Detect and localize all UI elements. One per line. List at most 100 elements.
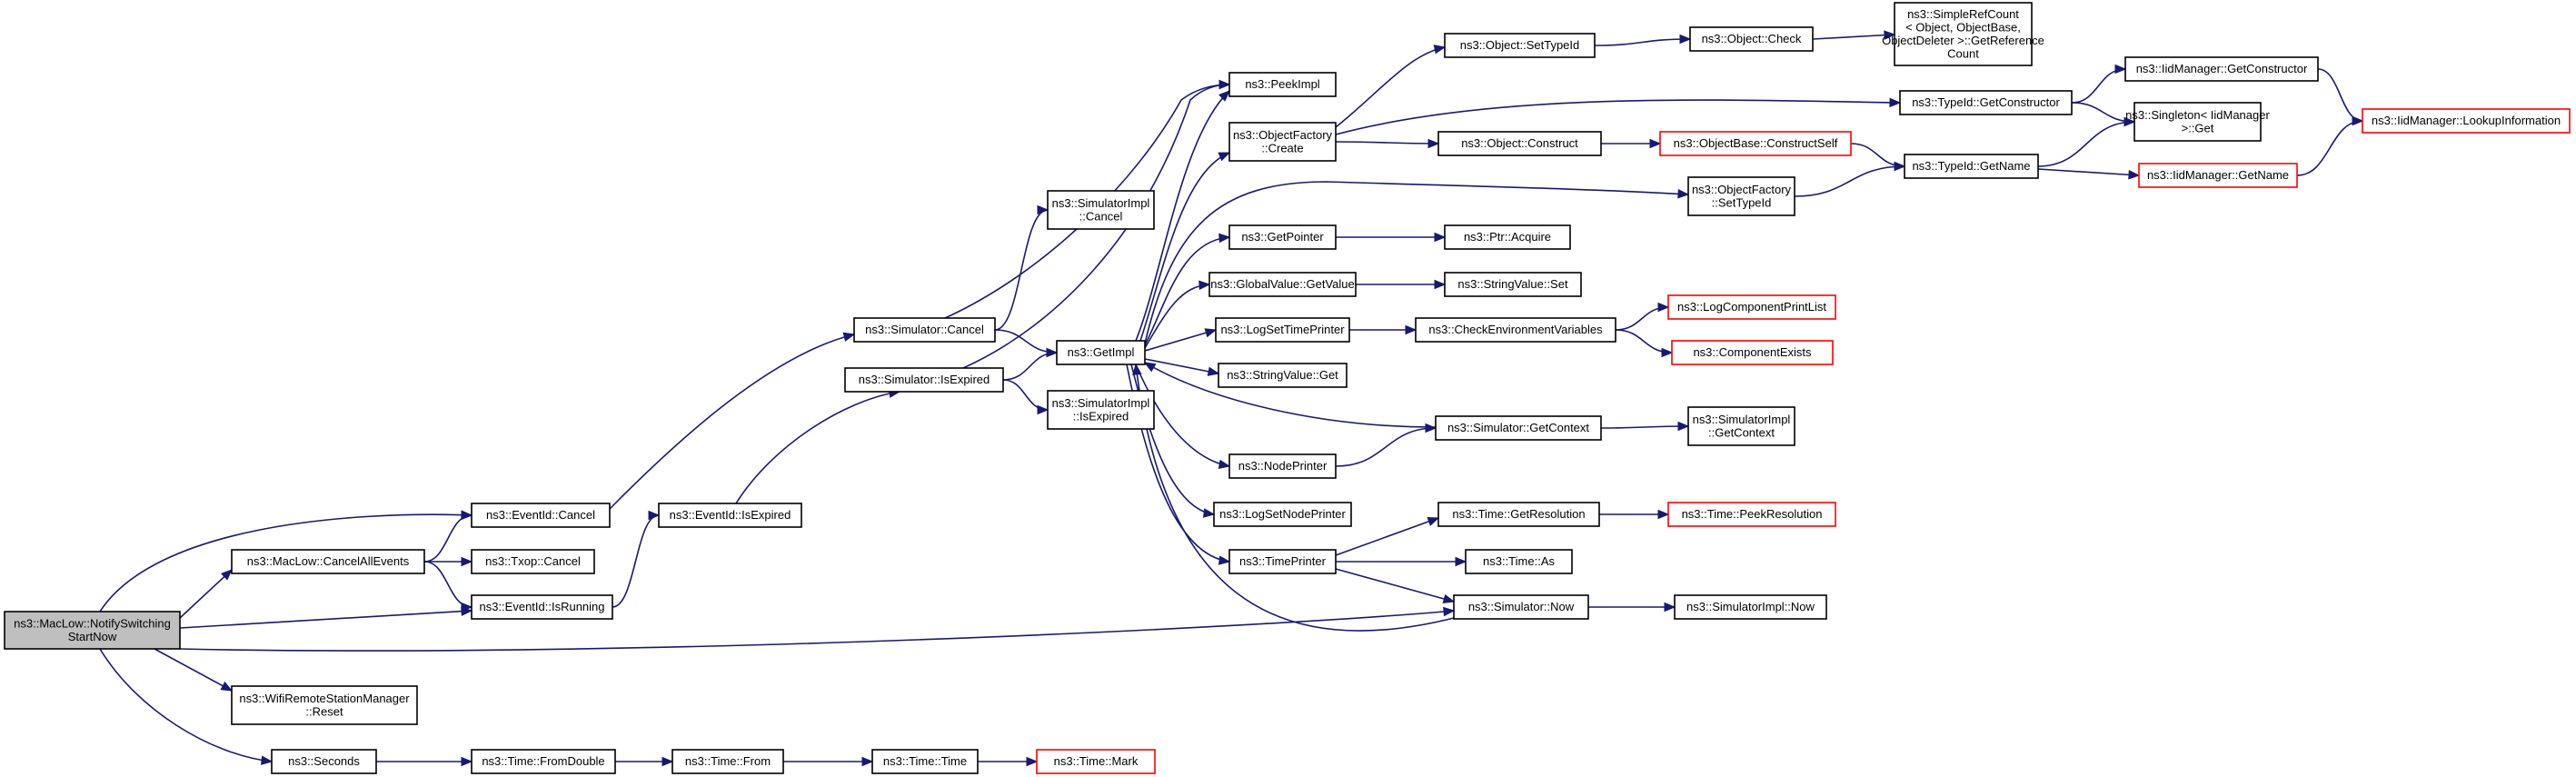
node-box[interactable] — [1228, 549, 1337, 574]
node-stringvalue-set[interactable]: ns3::StringValue::Set — [1444, 272, 1582, 297]
node-box[interactable] — [1215, 317, 1350, 343]
node-box[interactable] — [1444, 33, 1596, 58]
node-box[interactable] — [1415, 317, 1616, 343]
node-getimpl[interactable]: ns3::GetImpl — [1056, 340, 1146, 365]
node-time-time[interactable]: ns3::Time::Time — [871, 749, 979, 774]
node-simimpl-now[interactable]: ns3::SimulatorImpl::Now — [1674, 594, 1827, 620]
node-box[interactable] — [1689, 26, 1814, 52]
node-box[interactable] — [1659, 131, 1852, 156]
node-time-from[interactable]: ns3::Time::From — [671, 749, 784, 774]
node-iidmanager-getconstructor[interactable]: ns3::IidManager::GetConstructor — [2124, 56, 2319, 82]
node-singleton-get[interactable]: ns3::Singleton< IidManager >::Get — [2125, 102, 2270, 142]
node-time-fromdouble[interactable]: ns3::Time::FromDouble — [471, 749, 616, 774]
node-box[interactable] — [1667, 502, 1836, 527]
node-box[interactable] — [231, 549, 425, 574]
node-box[interactable] — [1047, 190, 1155, 230]
node-box[interactable] — [1036, 749, 1156, 774]
node-checkenv[interactable]: ns3::CheckEnvironmentVariables — [1415, 317, 1616, 343]
node-objectbase-constructself[interactable]: ns3::ObjectBase::ConstructSelf — [1659, 131, 1852, 156]
node-stringvalue-get[interactable]: ns3::StringValue::Get — [1218, 363, 1348, 388]
node-box[interactable] — [671, 749, 784, 774]
node-box[interactable] — [658, 503, 802, 528]
node-sim-getcontext[interactable]: ns3::Simulator::GetContext — [1435, 415, 1602, 441]
node-box[interactable] — [871, 749, 979, 774]
node-box[interactable] — [1465, 549, 1573, 574]
node-box[interactable] — [1047, 390, 1155, 430]
node-box[interactable] — [2133, 102, 2262, 142]
node-box[interactable] — [844, 367, 1004, 393]
node-box[interactable] — [1899, 90, 2073, 115]
node-box[interactable] — [1453, 594, 1589, 620]
node-logsettimeprinter[interactable]: ns3::LogSetTimePrinter — [1215, 317, 1350, 343]
node-box[interactable] — [2362, 108, 2571, 134]
node-time-peekresolution[interactable]: ns3::Time::PeekResolution — [1667, 502, 1836, 527]
node-object-check[interactable]: ns3::Object::Check — [1689, 26, 1814, 52]
node-box[interactable] — [1435, 415, 1602, 441]
node-sim-isexpired[interactable]: ns3::Simulator::IsExpired — [844, 367, 1004, 393]
node-box[interactable] — [471, 749, 616, 774]
node-box[interactable] — [1228, 224, 1337, 250]
node-box[interactable] — [1218, 363, 1348, 388]
node-box[interactable] — [1674, 594, 1827, 620]
node-box[interactable] — [1228, 122, 1337, 162]
node-box[interactable] — [471, 594, 613, 620]
node-box[interactable] — [1894, 2, 2033, 66]
node-box[interactable] — [1444, 272, 1582, 297]
node-eventid-isrunning[interactable]: ns3::EventId::IsRunning — [471, 594, 613, 620]
node-box[interactable] — [1444, 224, 1571, 250]
node-box[interactable] — [1228, 453, 1337, 479]
node-box[interactable] — [1208, 272, 1357, 297]
node-maclow-cancelall[interactable]: ns3::MacLow::CancelAllEvents — [231, 549, 425, 574]
node-box[interactable] — [1904, 154, 2039, 179]
node-box[interactable] — [1056, 340, 1146, 365]
node-time-as[interactable]: ns3::Time::As — [1465, 549, 1573, 574]
node-logsetnodeprinter[interactable]: ns3::LogSetNodePrinter — [1213, 502, 1352, 527]
node-box[interactable] — [4, 611, 181, 650]
node-ptr-acquire[interactable]: ns3::Ptr::Acquire — [1444, 224, 1571, 250]
node-box[interactable] — [1687, 176, 1795, 216]
node-box[interactable] — [1667, 294, 1836, 320]
node-sim-now[interactable]: ns3::Simulator::Now — [1453, 594, 1589, 620]
node-componentexists[interactable]: ns3::ComponentExists — [1671, 340, 1834, 365]
node-time-getresolution[interactable]: ns3::Time::GetResolution — [1437, 502, 1600, 527]
node-objfactory-settypeid[interactable]: ns3::ObjectFactory::SetTypeId — [1687, 176, 1795, 216]
node-iidmanager-lookupinfo[interactable]: ns3::IidManager::LookupInformation — [2362, 108, 2571, 134]
node-typeid-getconstructor[interactable]: ns3::TypeId::GetConstructor — [1899, 90, 2073, 115]
node-box[interactable] — [471, 549, 595, 574]
node-box[interactable] — [1437, 131, 1602, 156]
node-wifi-reset[interactable]: ns3::WifiRemoteStationManager::Reset — [231, 685, 418, 725]
node-object-settypeid[interactable]: ns3::Object::SetTypeId — [1444, 33, 1596, 58]
node-box[interactable] — [1228, 72, 1337, 97]
node-simimpl-isexpired[interactable]: ns3::SimulatorImpl::IsExpired — [1047, 390, 1155, 430]
node-box[interactable] — [271, 749, 377, 774]
node-objfactory-create[interactable]: ns3::ObjectFactory::Create — [1228, 122, 1337, 162]
node-timeprinter[interactable]: ns3::TimePrinter — [1228, 549, 1337, 574]
node-object-construct[interactable]: ns3::Object::Construct — [1437, 131, 1602, 156]
node-nodeprinter[interactable]: ns3::NodePrinter — [1228, 453, 1337, 479]
node-txop-cancel[interactable]: ns3::Txop::Cancel — [471, 549, 595, 574]
node-getpointer[interactable]: ns3::GetPointer — [1228, 224, 1337, 250]
node-typeid-getname[interactable]: ns3::TypeId::GetName — [1904, 154, 2039, 179]
node-box[interactable] — [2138, 163, 2298, 188]
node-simimpl-getcontext[interactable]: ns3::SimulatorImpl::GetContext — [1687, 406, 1795, 446]
node-box[interactable] — [853, 317, 996, 343]
node-globalvalue-getvalue[interactable]: ns3::GlobalValue::GetValue — [1208, 272, 1357, 297]
node-peekimpl[interactable]: ns3::PeekImpl — [1228, 72, 1337, 97]
node-simimpl-cancel[interactable]: ns3::SimulatorImpl::Cancel — [1047, 190, 1155, 230]
node-box[interactable] — [1437, 502, 1600, 527]
node-eventid-cancel[interactable]: ns3::EventId::Cancel — [471, 503, 611, 528]
node-logcomponentprintlist[interactable]: ns3::LogComponentPrintList — [1667, 294, 1836, 320]
node-box[interactable] — [2124, 56, 2319, 82]
node-iidmanager-getname[interactable]: ns3::IidManager::GetName — [2138, 163, 2298, 188]
node-simplerefcount[interactable]: ns3::SimpleRefCount< Object, ObjectBase,… — [1882, 2, 2044, 66]
node-box[interactable] — [1213, 502, 1352, 527]
node-box[interactable] — [1687, 406, 1795, 446]
node-sim-cancel[interactable]: ns3::Simulator::Cancel — [853, 317, 996, 343]
node-box[interactable] — [471, 503, 611, 528]
node-box[interactable] — [231, 685, 418, 725]
node-seconds[interactable]: ns3::Seconds — [271, 749, 377, 774]
node-box[interactable] — [1671, 340, 1834, 365]
node-eventid-isexpired[interactable]: ns3::EventId::IsExpired — [658, 503, 802, 528]
node-time-mark[interactable]: ns3::Time::Mark — [1036, 749, 1156, 774]
